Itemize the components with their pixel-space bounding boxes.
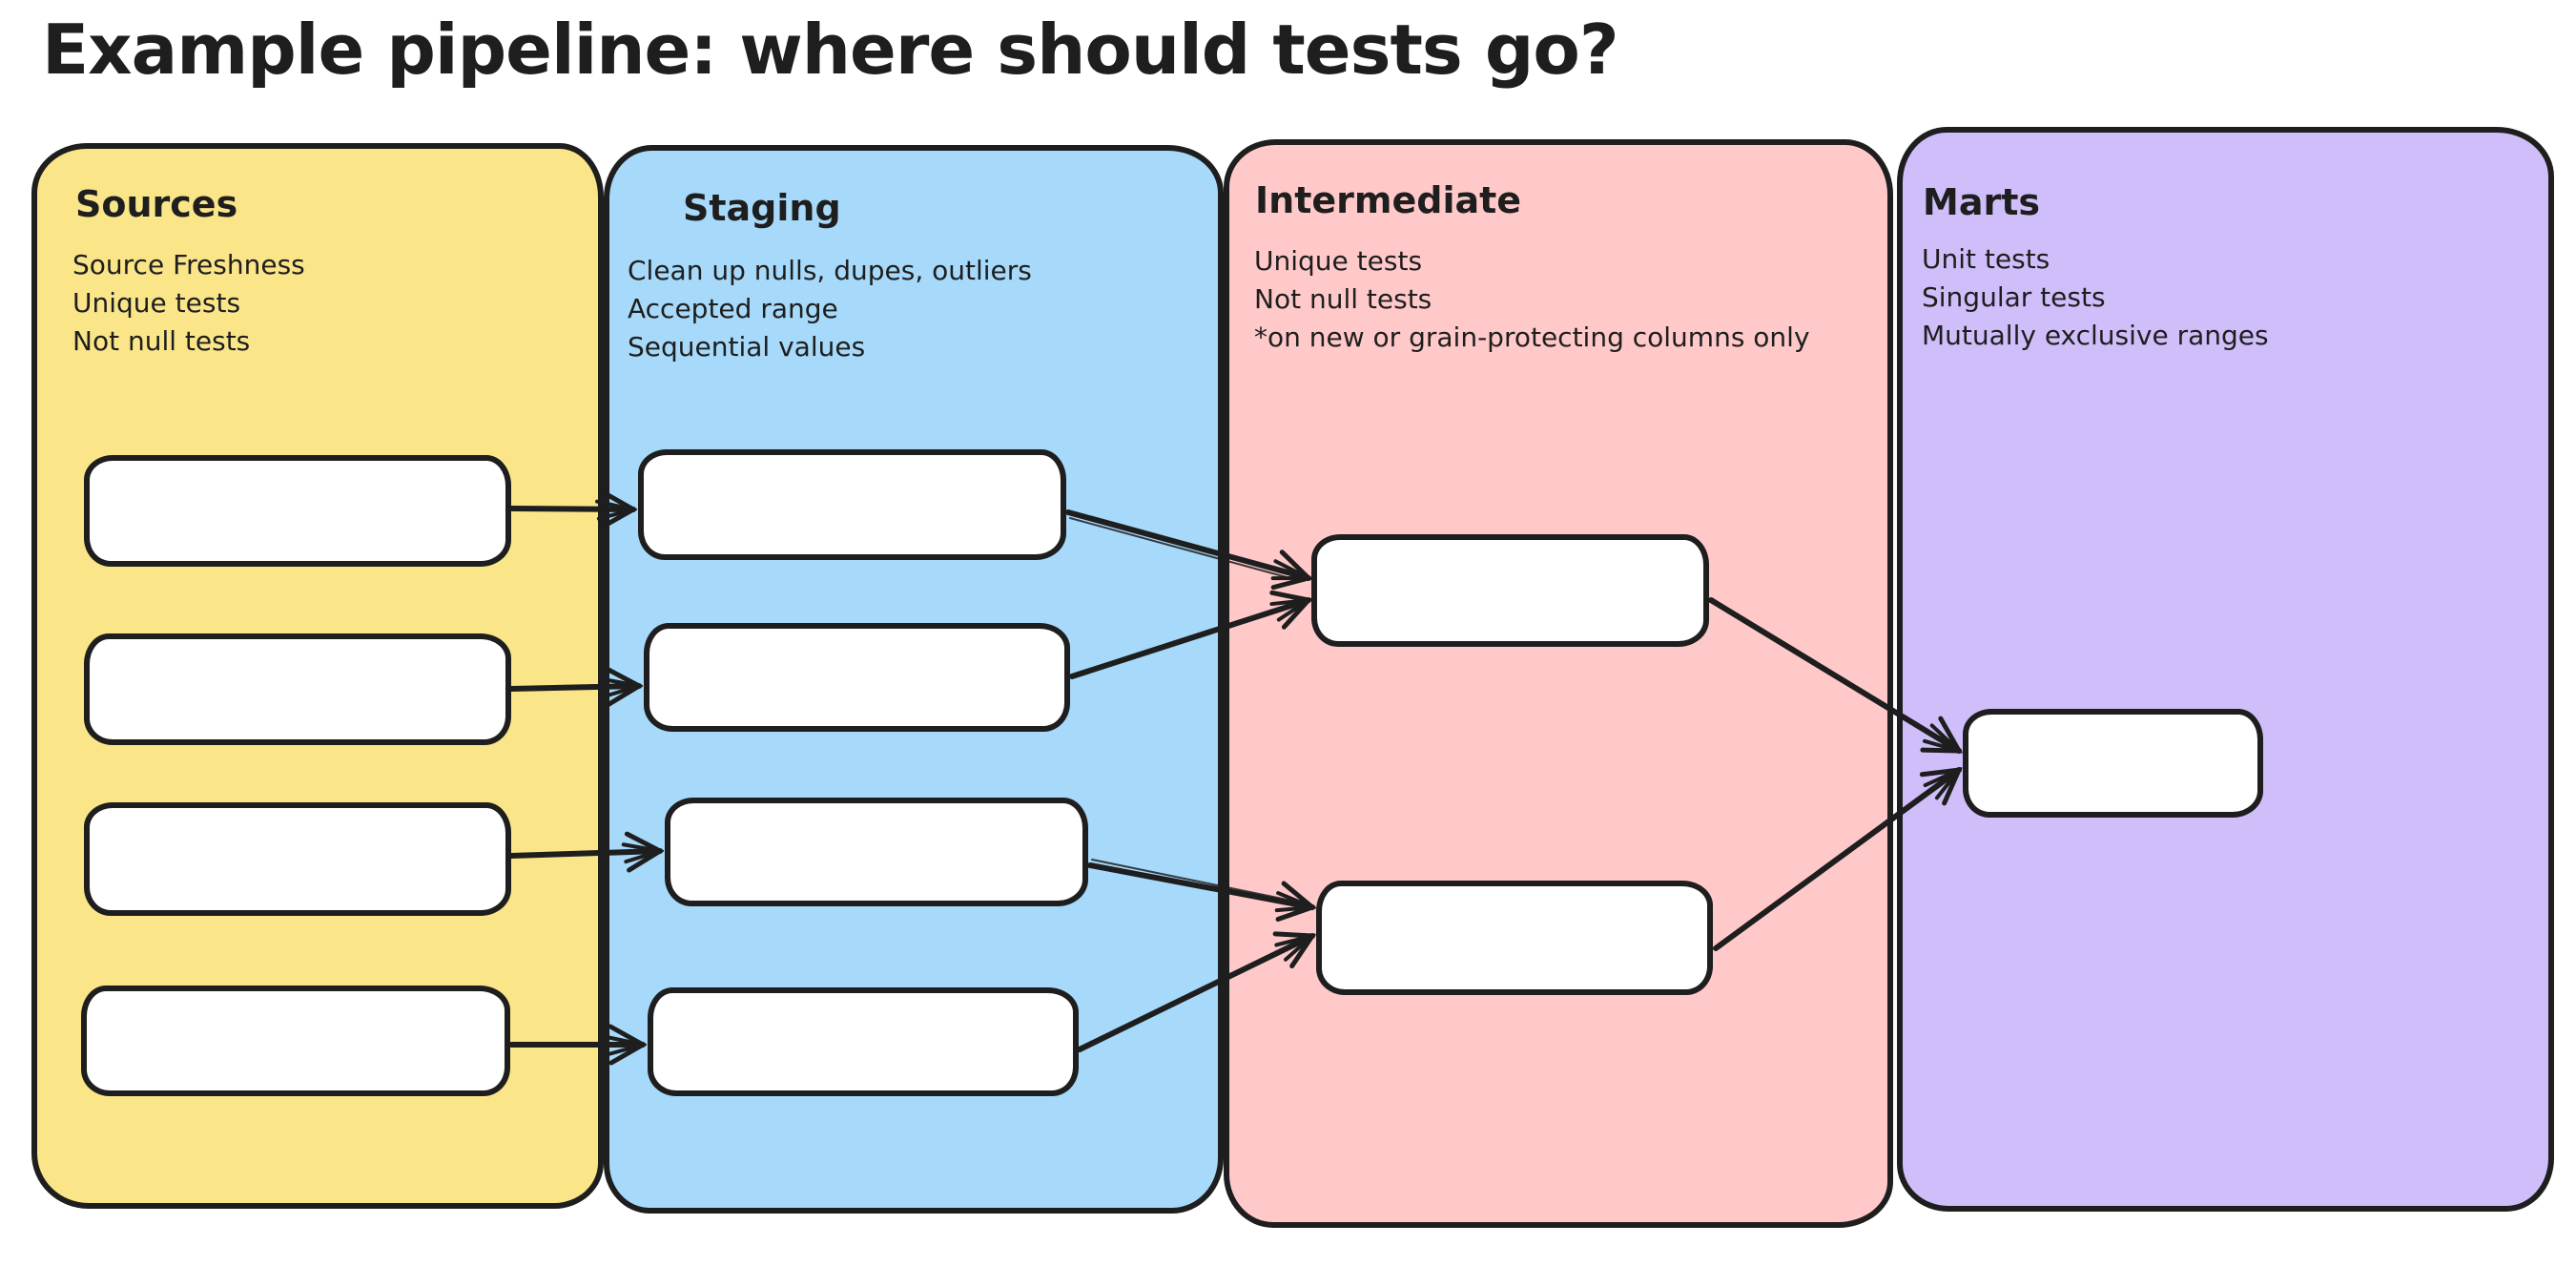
column-marts [1897,127,2554,1212]
column-notes-intermediate: Unique tests Not null tests *on new or g… [1254,242,1810,357]
note-line: Source Freshness [72,249,305,280]
model-box-marts-1 [1963,709,2263,818]
page-title: Example pipeline: where should tests go? [42,10,1619,90]
note-line: *on new or grain-protecting columns only [1254,322,1810,353]
note-line: Unique tests [72,287,241,319]
model-box-staging-1 [638,449,1066,560]
column-notes-sources: Source Freshness Unique tests Not null t… [72,246,305,361]
note-line: Sequential values [628,331,866,363]
note-line: Accepted range [628,293,838,324]
column-notes-staging: Clean up nulls, dupes, outliers Accepted… [628,252,1032,366]
model-box-sources-1 [84,455,511,567]
model-box-staging-3 [665,798,1088,906]
note-line: Not null tests [1254,283,1432,315]
column-title-staging: Staging [683,187,841,229]
model-box-intermediate-1 [1311,534,1709,647]
column-title-intermediate: Intermediate [1255,179,1522,221]
model-box-staging-4 [648,987,1079,1096]
column-notes-marts: Unit tests Singular tests Mutually exclu… [1922,240,2269,355]
note-line: Clean up nulls, dupes, outliers [628,255,1032,286]
model-box-intermediate-2 [1316,881,1713,995]
model-box-sources-2 [84,633,511,745]
note-line: Unit tests [1922,243,2050,275]
model-box-sources-3 [84,802,511,916]
column-title-marts: Marts [1923,181,2040,223]
column-title-sources: Sources [75,183,238,225]
note-line: Singular tests [1922,281,2106,313]
model-box-staging-2 [644,623,1070,732]
note-line: Unique tests [1254,245,1423,277]
note-line: Not null tests [72,325,251,357]
model-box-sources-4 [81,986,510,1096]
note-line: Mutually exclusive ranges [1922,320,2269,351]
